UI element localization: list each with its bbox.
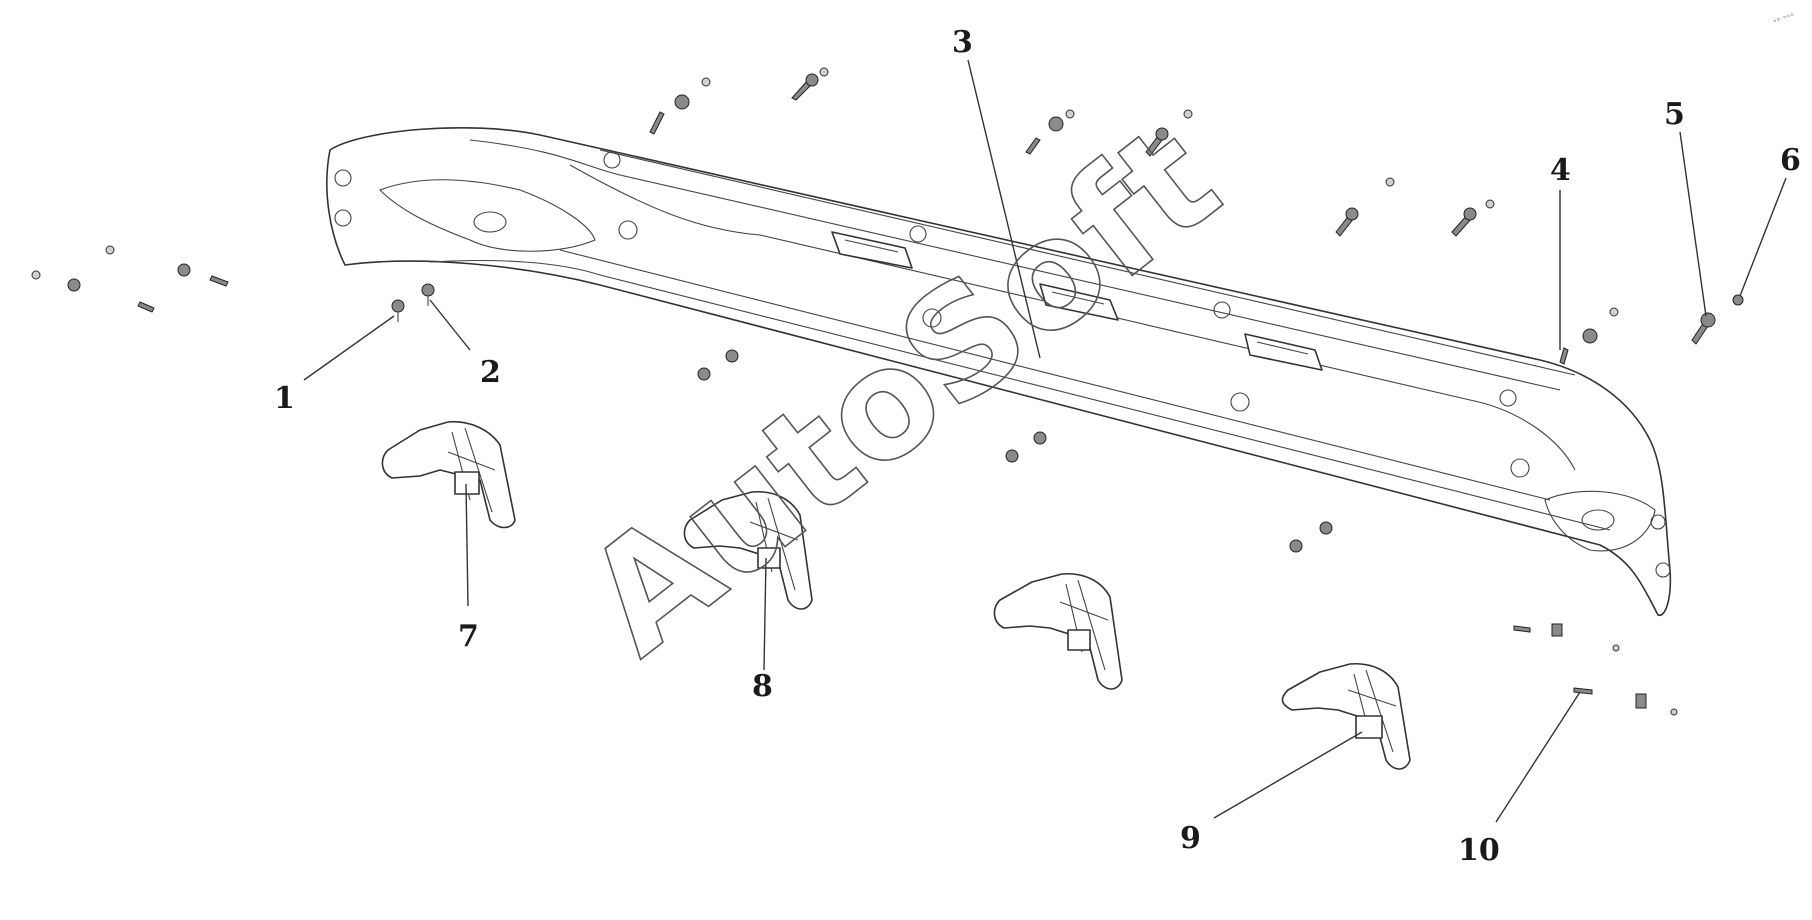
callouts: 1 2 3 4 5 6 7 8 9 10 (274, 25, 1801, 868)
corner-mark: °° °°° (1772, 12, 1796, 28)
callout-2: 2 (480, 355, 501, 390)
bolt-part-4 (1559, 307, 1619, 365)
fasteners (31, 67, 1744, 716)
beam-slot-left (831, 231, 913, 269)
callout-6: 6 (1780, 143, 1801, 178)
bracket-8 (683, 490, 813, 610)
bracket-9 (1281, 662, 1411, 770)
bracket-7 (381, 420, 516, 529)
bracket-unlabeled (993, 572, 1123, 690)
bumper-beam (326, 126, 1672, 616)
beam-slot-middle (1039, 283, 1119, 321)
clip-part-1 (391, 299, 405, 322)
nut-part-6 (1732, 294, 1744, 306)
beam-mounting-holes (603, 151, 1530, 478)
bolt-part-5 (1691, 312, 1716, 345)
callout-3: 3 (952, 25, 973, 60)
callout-5: 5 (1664, 97, 1685, 132)
leader-lines (303, 59, 1787, 823)
callout-4: 4 (1550, 153, 1571, 188)
beam-slot-right (1244, 333, 1323, 371)
bolt-part-10 (1513, 623, 1678, 716)
clip-part-2 (421, 283, 435, 306)
callout-8: 8 (752, 669, 773, 704)
callout-1: 1 (274, 381, 295, 416)
callout-10: 10 (1458, 833, 1500, 868)
callout-7: 7 (458, 619, 479, 654)
callout-9: 9 (1180, 821, 1201, 856)
